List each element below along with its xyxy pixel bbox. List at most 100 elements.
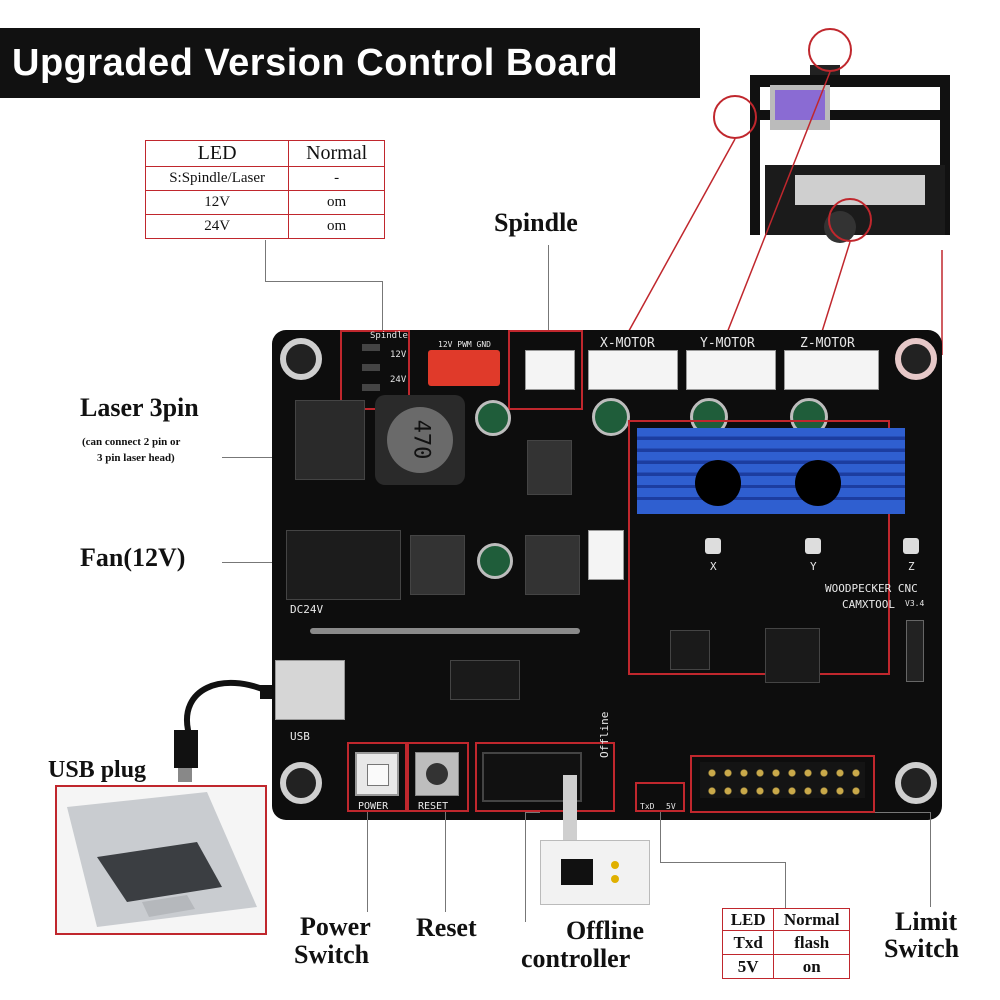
led-cell: 24V [144, 214, 290, 239]
mounting-hole [280, 338, 322, 380]
capacitor [475, 400, 511, 436]
mounting-hole [280, 762, 322, 804]
microcontroller [765, 628, 820, 683]
limit-switch-header [700, 762, 865, 798]
spindle-connector [525, 350, 575, 390]
led-table-top: LED Normal S:Spindle/Laser - 12V om 24V … [144, 140, 385, 239]
usb-cable [174, 680, 276, 782]
led-smd [362, 384, 380, 391]
silk-txd: TxD [640, 802, 655, 811]
highlight-circle [808, 28, 852, 72]
mosfet [525, 535, 580, 595]
normal-cell: on [773, 954, 850, 979]
led-cell: Txd [721, 930, 775, 955]
laser-connector [428, 350, 500, 386]
mounting-hole [895, 338, 937, 380]
limit-label-2: Switch [884, 934, 960, 963]
status-led-highlight [635, 782, 685, 812]
led-table-bottom: LED Normal Txd flash 5V on [721, 908, 850, 979]
offline-label-1: Offline [566, 916, 644, 945]
silk-5v: 5V [666, 802, 676, 811]
led-cell: 5V [721, 954, 775, 979]
leader-line [265, 281, 382, 282]
leader-line [525, 812, 540, 813]
silk-24v: 24V [390, 375, 407, 385]
usb-plug-label: USB plug [48, 757, 147, 783]
leader-line [660, 812, 661, 862]
power-switch[interactable] [355, 752, 399, 796]
leader-line [660, 862, 785, 863]
offline-label-2: controller [521, 944, 631, 973]
inductor-value: 470 [408, 419, 434, 460]
trimpot-x [705, 538, 721, 554]
highlight-circle [713, 95, 757, 139]
led-header: LED [721, 908, 775, 931]
silk-z: Z [908, 560, 915, 573]
silk-z-motor: Z-MOTOR [800, 336, 855, 351]
leader-line [525, 812, 526, 922]
normal-cell: om [288, 190, 385, 215]
leader-line [548, 245, 549, 330]
reset-button[interactable] [415, 752, 459, 796]
mounting-hole [895, 762, 937, 804]
leader-line [382, 281, 383, 333]
laser-note-2: 3 pin laser head) [97, 452, 175, 464]
laptop-image-frame [55, 785, 267, 935]
power-switch-highlight [347, 742, 407, 812]
normal-cell: - [288, 166, 385, 191]
heatsink [637, 428, 905, 514]
limit-switch-highlight [690, 755, 875, 813]
reset-button-highlight [407, 742, 469, 812]
ic-chip [450, 660, 520, 700]
silk-usb: USB [290, 730, 310, 743]
laser-note-1: (can connect 2 pin or [82, 436, 181, 448]
silk-12v: 12V [390, 350, 407, 360]
leader-line [875, 812, 930, 813]
capacitor [477, 543, 513, 579]
silk-reset: RESET [418, 801, 449, 812]
x-motor-connector [588, 350, 678, 390]
y-motor-connector [686, 350, 776, 390]
silk-pwm-row: 12V PWM GND [438, 340, 491, 349]
leader-line [265, 240, 266, 282]
led-smd [362, 364, 380, 371]
spindle-connector-highlight [508, 330, 583, 410]
power-label-1: Power [300, 912, 371, 941]
led-smd [362, 344, 380, 351]
capacitor [592, 398, 630, 436]
silk-spindle-small: Spindle [370, 331, 408, 341]
z-motor-connector [784, 350, 879, 390]
limit-label-1: Limit [895, 907, 958, 936]
silk-version: V3.4 [905, 599, 925, 608]
fan-label: Fan(12V) [80, 543, 186, 572]
normal-header: Normal [288, 140, 385, 167]
leader-line [367, 812, 368, 912]
heatsink-hole [695, 460, 741, 506]
leader-line [785, 862, 786, 908]
side-pin-header [906, 620, 924, 682]
highlight-circle [828, 198, 872, 242]
silk-x: X [710, 560, 717, 573]
offline-cable [563, 775, 577, 845]
heatsink-hole [795, 460, 841, 506]
spindle-label: Spindle [494, 208, 578, 237]
leader-line [930, 812, 931, 907]
mosfet [410, 535, 465, 595]
silk-brand-2: CAMXTOOL [842, 598, 895, 611]
normal-header: Normal [773, 908, 850, 931]
trimpot-z [903, 538, 919, 554]
silk-y-motor: Y-MOTOR [700, 336, 755, 351]
leader-line [445, 812, 446, 912]
reset-label: Reset [416, 913, 477, 942]
trimpot-y [805, 538, 821, 554]
ic-chip [670, 630, 710, 670]
normal-cell: flash [773, 930, 850, 955]
usb-port [275, 660, 345, 720]
laser-label: Laser 3pin [80, 393, 199, 422]
driver-highlight [628, 420, 890, 675]
fan-connector [588, 530, 624, 580]
offline-header-highlight [475, 742, 615, 812]
silk-brand-1: WOODPECKER CNC [825, 582, 918, 595]
board-trace [310, 628, 580, 634]
